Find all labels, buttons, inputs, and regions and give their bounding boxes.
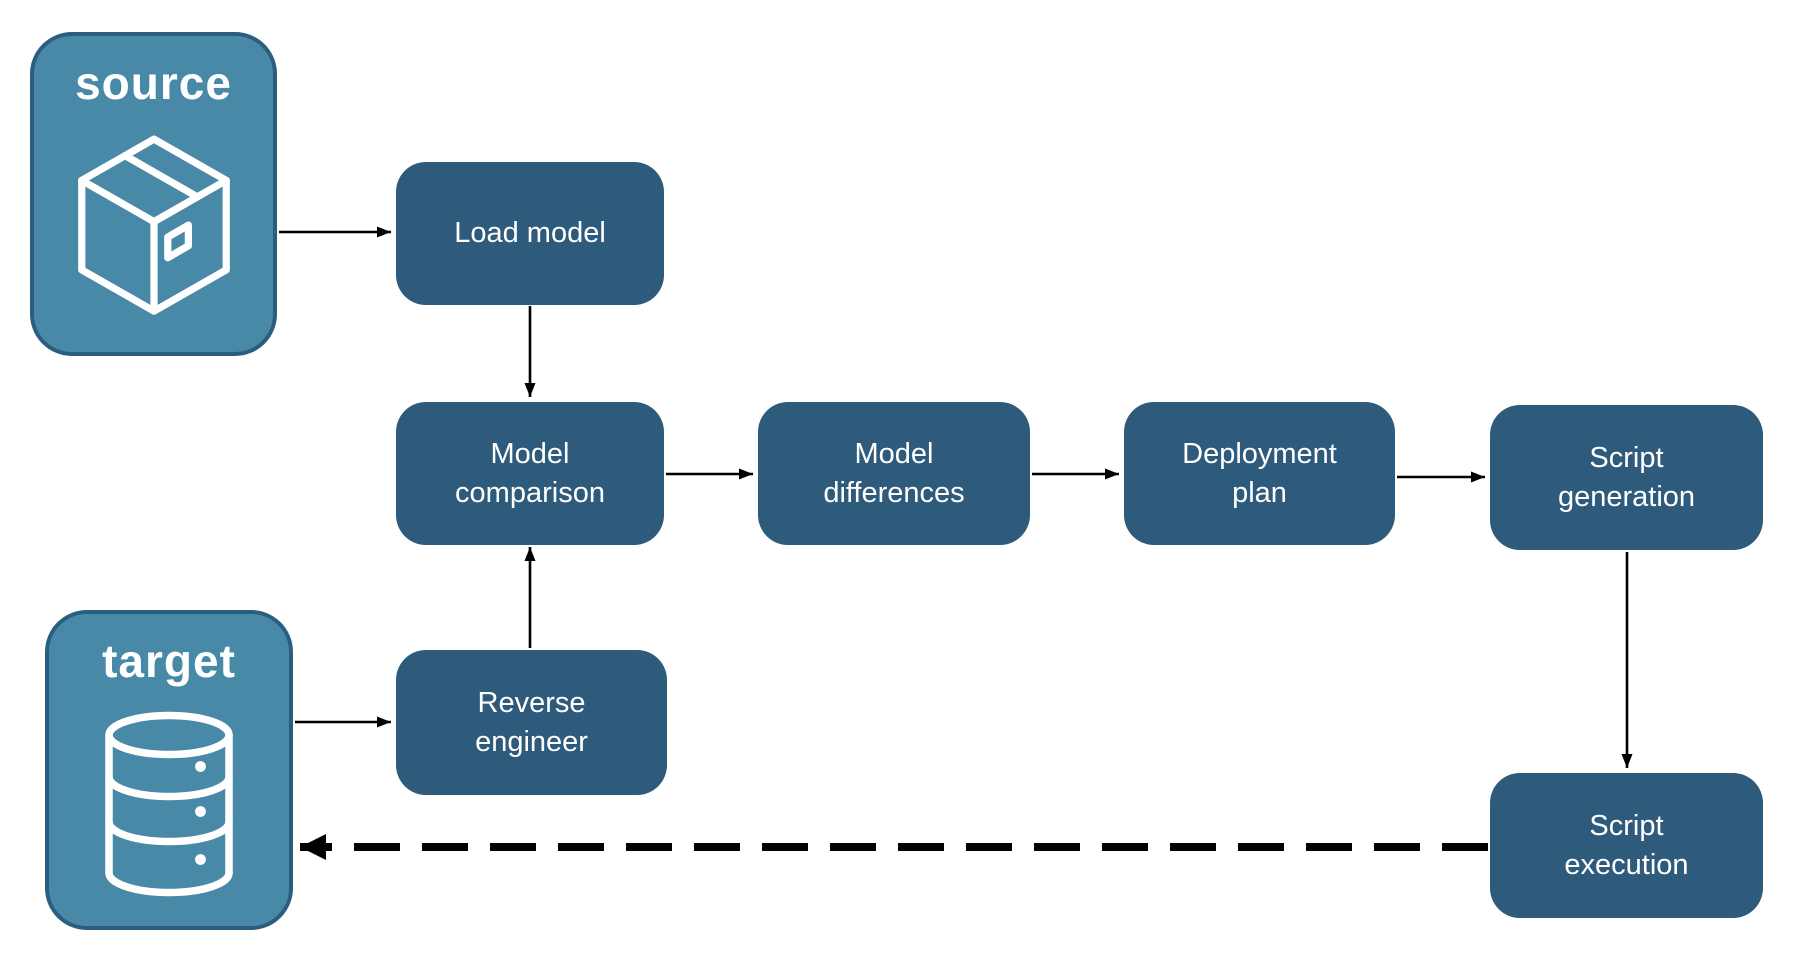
entity-target: target bbox=[45, 610, 293, 930]
node-load-model-label: Load model bbox=[454, 217, 606, 250]
node-deployment-plan: Deployment plan bbox=[1124, 402, 1395, 545]
node-script-generation-label: Script generation bbox=[1557, 442, 1696, 513]
node-model-comparison-label: Model comparison bbox=[455, 438, 605, 509]
entity-target-label: target bbox=[102, 635, 236, 687]
node-reverse-engineer: Reverse engineer bbox=[396, 650, 667, 795]
entity-source: source bbox=[30, 32, 277, 356]
node-script-execution: Script execution bbox=[1490, 773, 1763, 918]
node-script-generation: Script generation bbox=[1490, 405, 1763, 550]
database-icon bbox=[94, 710, 244, 898]
node-deployment-plan-label: Deployment plan bbox=[1182, 438, 1337, 509]
node-load-model: Load model bbox=[396, 162, 664, 305]
package-icon bbox=[68, 132, 240, 332]
node-model-comparison: Model comparison bbox=[396, 402, 664, 545]
entity-source-label: source bbox=[75, 57, 232, 109]
node-model-differences: Model differences bbox=[758, 402, 1030, 545]
node-model-differences-label: Model differences bbox=[823, 438, 965, 509]
node-reverse-engineer-label: Reverse engineer bbox=[475, 687, 588, 758]
node-script-execution-label: Script execution bbox=[1564, 810, 1689, 881]
